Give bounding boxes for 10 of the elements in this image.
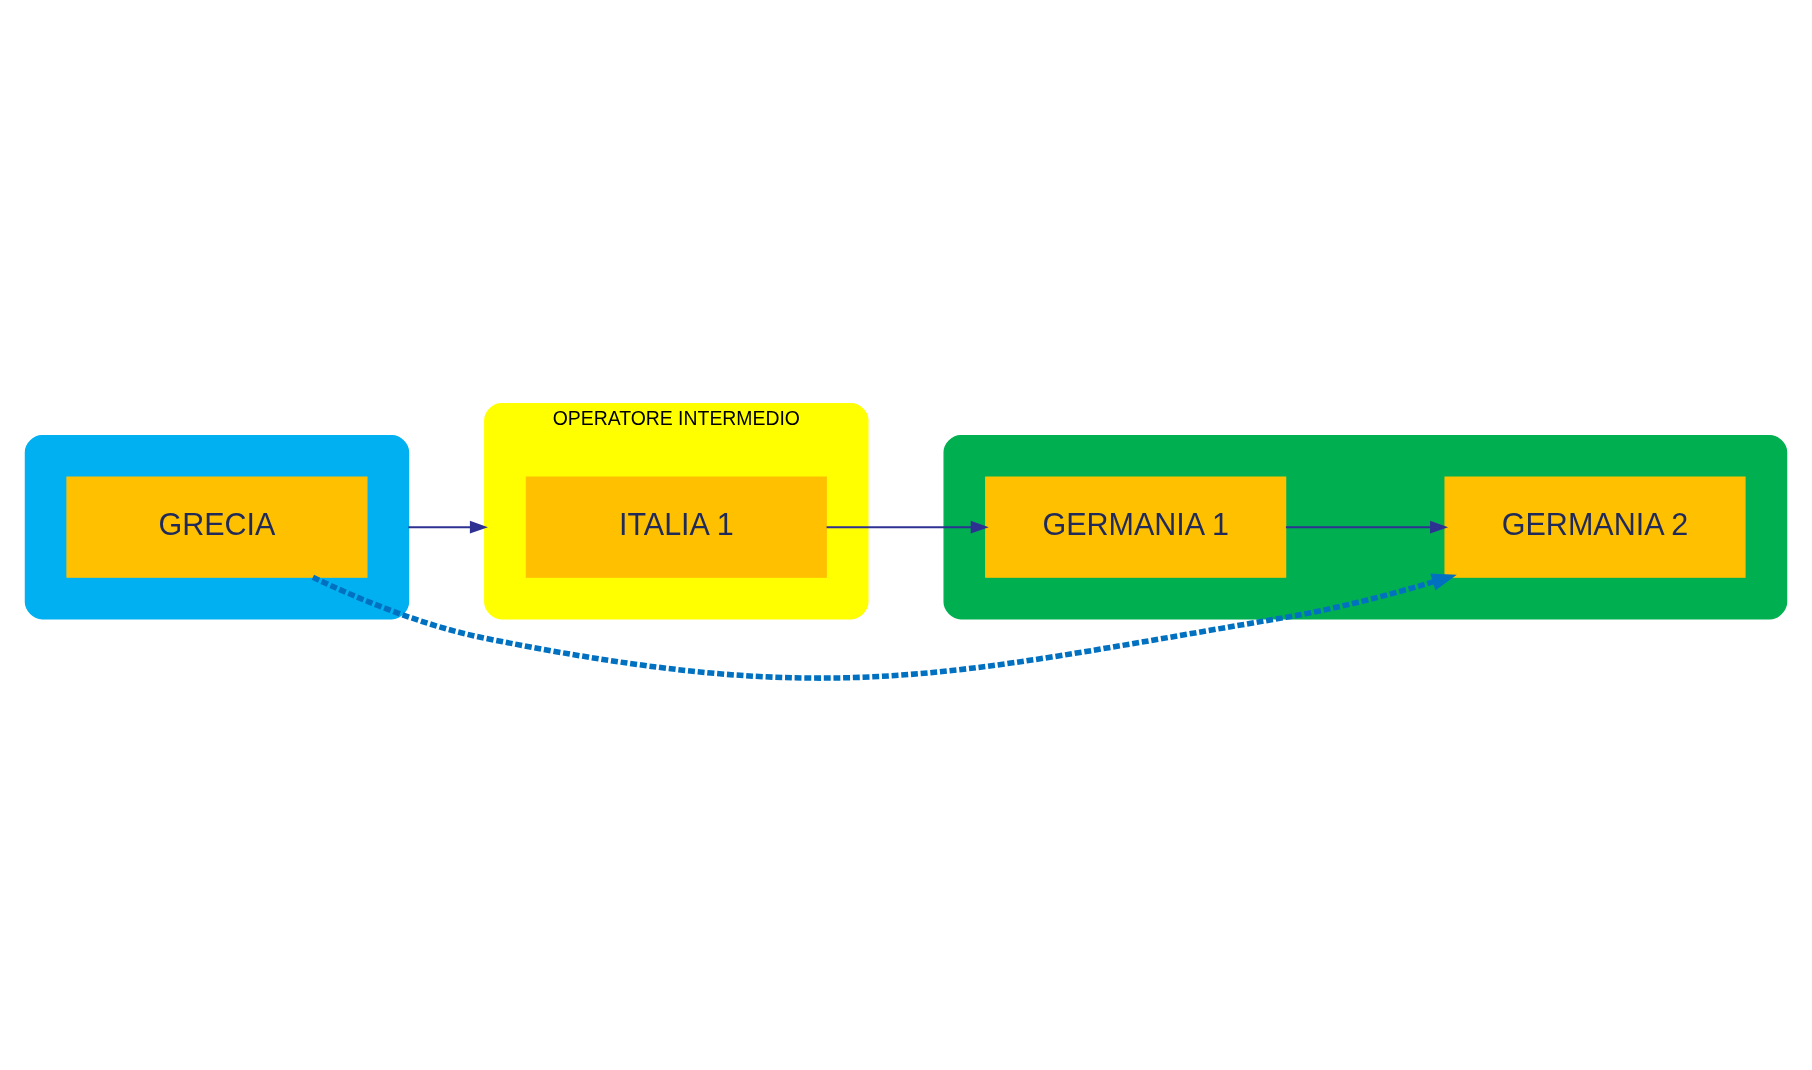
arrow: [311, 573, 1457, 681]
arrow: [1285, 520, 1449, 533]
node-box: GERMANIA 1: [985, 476, 1287, 578]
node-box: ITALIA 1: [525, 476, 827, 578]
node-box: GERMANIA 2: [1444, 476, 1746, 578]
arrow: [826, 520, 989, 533]
cluster: [24, 434, 410, 619]
cluster: [943, 434, 1788, 619]
arrow: [408, 520, 488, 533]
node-box: GRECIA: [66, 476, 368, 578]
